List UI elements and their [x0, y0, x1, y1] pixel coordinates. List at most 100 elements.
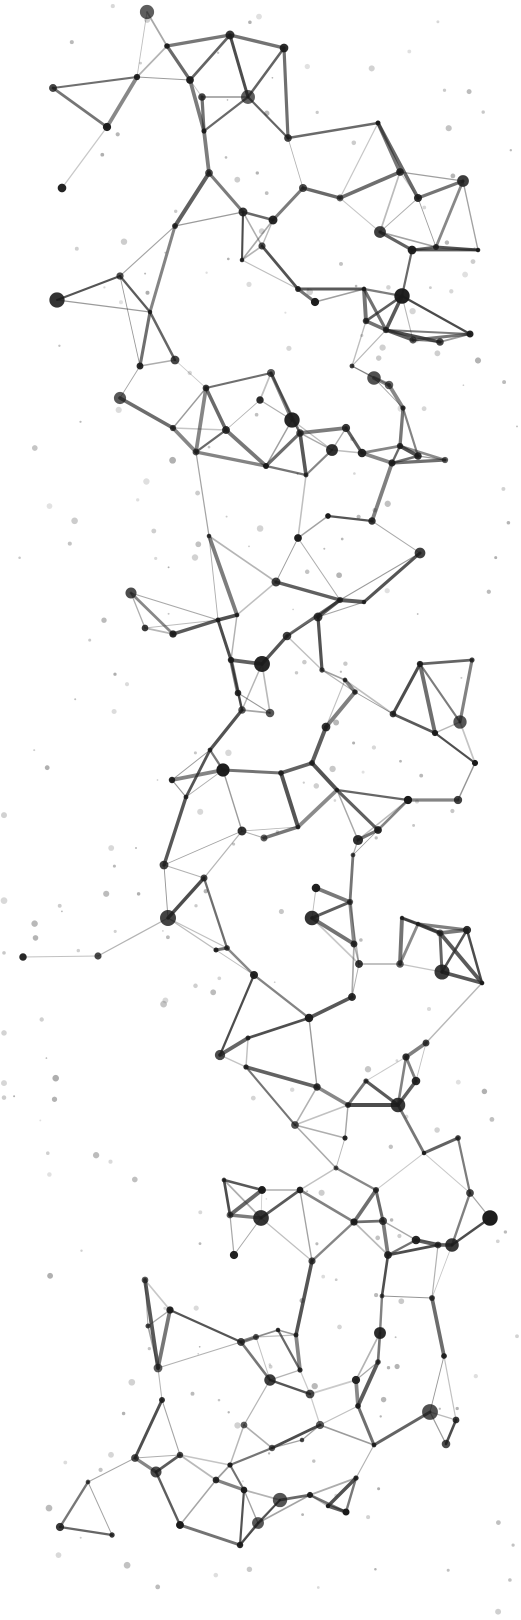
network-node [260, 834, 268, 842]
network-edge [378, 230, 414, 252]
dust-particle [203, 889, 208, 894]
network-edge [431, 1244, 439, 1299]
network-node [403, 795, 413, 805]
network-edge [360, 444, 402, 455]
network-edge [396, 1103, 426, 1155]
network-node [299, 184, 307, 192]
dust-particle [506, 520, 511, 525]
background-dust-particles [0, 4, 519, 1615]
dust-particle [315, 110, 319, 115]
network-edge [298, 426, 348, 435]
dust-particle [74, 246, 79, 251]
dust-particle [1, 812, 7, 819]
network-node [305, 1389, 315, 1399]
network-edge [264, 464, 308, 477]
network-edge [344, 426, 364, 455]
network-edge [133, 1398, 164, 1460]
network-node [384, 1251, 392, 1259]
network-edge [130, 592, 219, 621]
network-edge [299, 1167, 337, 1191]
network-node [239, 257, 245, 263]
network-node [296, 429, 304, 437]
network-node [375, 120, 381, 126]
dust-particle [120, 238, 128, 245]
dust-particle [92, 1152, 100, 1159]
network-edge [259, 1188, 302, 1220]
dust-particle [399, 759, 402, 763]
network-edge [194, 450, 268, 468]
network-edge [465, 928, 484, 985]
dust-particle [412, 823, 416, 827]
network-node [296, 1186, 304, 1194]
network-node [294, 534, 302, 542]
network-edge [362, 551, 422, 604]
dust-particle [455, 1079, 461, 1085]
network-node [55, 1522, 65, 1532]
network-node [411, 1076, 421, 1086]
dust-particle [174, 209, 178, 213]
network-node [396, 442, 404, 450]
network-edge [228, 1188, 264, 1217]
dust-particle [121, 1411, 126, 1416]
network-node [304, 910, 320, 926]
dust-particle [241, 1480, 244, 1483]
network-edge [294, 1104, 349, 1126]
network-node [355, 1403, 361, 1409]
network-node [249, 970, 259, 980]
network-edge [384, 328, 472, 336]
dust-particle [55, 1552, 62, 1558]
network-edge [243, 1489, 259, 1524]
network-edge [179, 1479, 217, 1526]
dust-particle [111, 708, 117, 715]
network-node [227, 656, 235, 664]
network-node [275, 1327, 281, 1333]
dust-particle [124, 682, 130, 687]
network-edge [165, 33, 232, 48]
network-node [336, 596, 344, 604]
network-edge [241, 210, 275, 222]
network-edge [240, 210, 245, 262]
network-node [429, 1295, 435, 1301]
network-node [445, 1238, 459, 1252]
network-edge [309, 1393, 321, 1426]
network-edge [97, 917, 169, 957]
network-edge [56, 299, 151, 313]
dust-particle [39, 1017, 44, 1022]
network-node [434, 1241, 442, 1249]
dust-particle [103, 890, 110, 897]
network-node [169, 424, 177, 432]
network-edge [173, 171, 211, 228]
network-node [351, 1375, 361, 1385]
network-node [102, 122, 112, 132]
network-edge [398, 444, 447, 462]
network-edge [418, 662, 462, 724]
dust-particle [494, 556, 498, 560]
dust-particle [339, 261, 343, 266]
dust-particle [360, 333, 364, 338]
network-node [94, 952, 102, 960]
dust-particle [416, 613, 419, 615]
network-node [372, 1186, 380, 1194]
network-edge [325, 679, 346, 728]
network-edge [386, 1238, 418, 1257]
dust-particle [508, 1578, 512, 1582]
dust-particle [364, 1066, 372, 1073]
network-node [206, 533, 212, 539]
network-edge [351, 320, 367, 367]
network-edge [243, 1379, 271, 1426]
network-node [243, 1064, 249, 1070]
network-node [479, 980, 485, 986]
network-node [357, 448, 367, 458]
network-edge [339, 552, 421, 601]
dust-particle [394, 1336, 397, 1339]
dust-particle [371, 745, 377, 750]
network-edge [188, 78, 206, 133]
dust-particle [256, 525, 264, 532]
network-edge [207, 171, 245, 214]
dust-particle [80, 1249, 83, 1252]
network-node [384, 380, 394, 390]
dust-particle [39, 1119, 42, 1122]
network-node [371, 1442, 377, 1448]
network-edge [411, 332, 472, 342]
network-edge [430, 1296, 446, 1358]
